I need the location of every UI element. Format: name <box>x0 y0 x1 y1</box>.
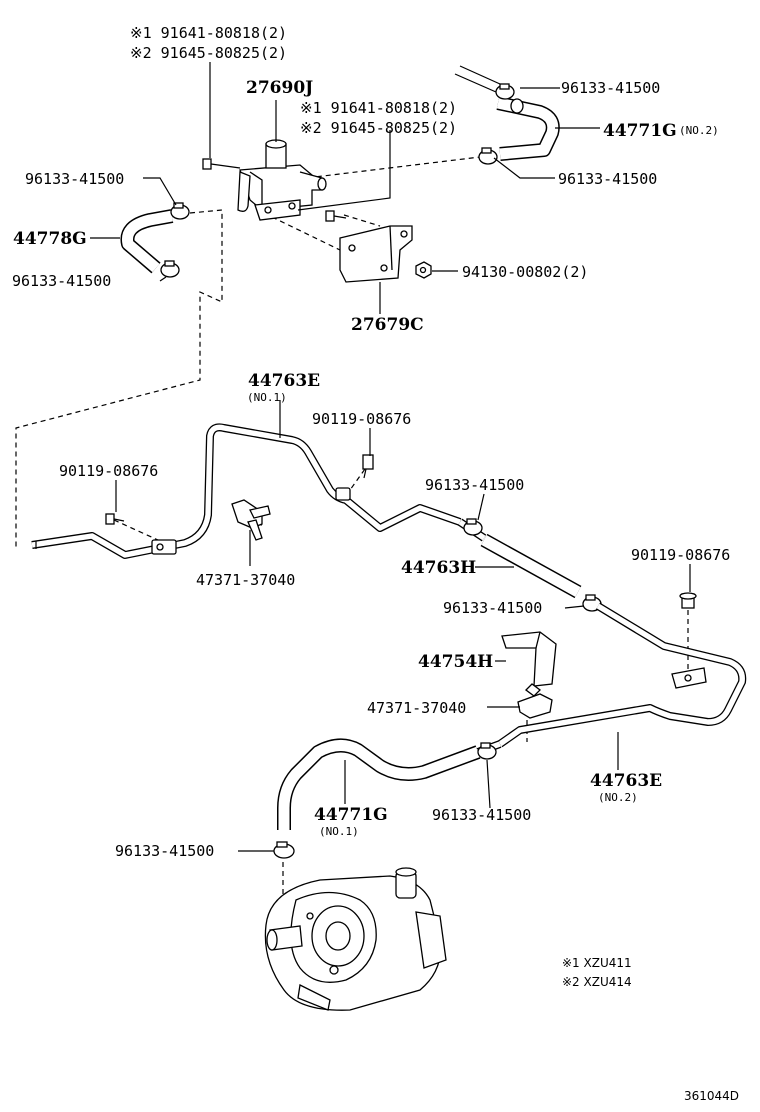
bolt-bracket <box>325 210 347 222</box>
hose-44771g-no2 <box>454 65 560 161</box>
note-bolt-2b: ※2 91645-80825(2) <box>300 119 457 137</box>
legend-2: ※2 XZU414 <box>562 975 632 989</box>
hose-44778g <box>120 209 174 274</box>
pipe-44763e-no1 <box>31 423 462 559</box>
hose-no1-label: 44771G <box>314 805 388 825</box>
clamp-mid <box>463 518 483 536</box>
hose-no2-sub: (NO.2) <box>679 124 719 137</box>
clip-mid-label: 47371-37040 <box>367 699 466 717</box>
bolt-vsv-left <box>202 158 241 170</box>
clamp-mid-label: 96133-41500 <box>425 476 524 494</box>
bolt-left <box>105 513 125 525</box>
clamp-lower-label: 96133-41500 <box>432 806 531 824</box>
clamp-bottom <box>273 841 295 859</box>
bracket-top-label: 27679C <box>351 315 424 335</box>
legend-1: ※1 XZU411 <box>562 956 632 970</box>
pipe-44763e-no2 <box>497 602 747 748</box>
clamp-top-right-label: 96133-41500 <box>561 79 660 97</box>
clamp-lower <box>477 742 497 760</box>
nut-94130 <box>415 261 432 279</box>
bolt-right-label: 90119-08676 <box>631 546 730 564</box>
bolt-left-label: 90119-08676 <box>59 462 158 480</box>
pipe-no1-sub: (NO.1) <box>247 391 287 404</box>
bracket-pipe-no2 <box>671 667 707 689</box>
clip-pipe-no1 <box>151 487 351 555</box>
bolt-right <box>679 592 697 609</box>
clamp-top-right <box>495 83 515 100</box>
nut-label: 94130-00802(2) <box>462 263 588 281</box>
leader-lines <box>90 62 691 852</box>
clamp-mid-2-label: 96133-41500 <box>443 599 542 617</box>
clip-left-47371 <box>231 499 271 541</box>
note-bolt-1a: ※1 91641-80818(2) <box>130 24 287 42</box>
note-bolt-2a: ※2 91645-80825(2) <box>130 44 287 62</box>
labels: ※1 91641-80818(2) ※2 91645-80825(2) 9613… <box>12 24 739 1103</box>
diagram-id: 361044D <box>684 1089 739 1103</box>
clamp-left-1 <box>170 202 190 220</box>
pipe-no1-label: 44763E <box>248 371 320 391</box>
clip-mid-47371 <box>517 683 553 719</box>
clip-left-label: 47371-37040 <box>196 571 295 589</box>
clamp-top-right-2-label: 96133-41500 <box>558 170 657 188</box>
hose-mid-label: 44763H <box>401 558 476 578</box>
bracket-44754h <box>501 631 557 687</box>
vsv-label: 27690J <box>246 78 313 98</box>
clamp-left-2 <box>160 260 180 278</box>
clamp-bottom-label: 96133-41500 <box>115 842 214 860</box>
clamp-left-2-label: 96133-41500 <box>12 272 111 290</box>
bracket-27679c <box>339 225 413 283</box>
pipe-no2-sub: (NO.2) <box>598 791 638 804</box>
bolt-mid-label: 90119-08676 <box>312 410 411 428</box>
injection-pump <box>264 867 447 1011</box>
vsv-27690j <box>237 139 327 221</box>
hose-no2-label: 44771G <box>603 121 677 141</box>
clamp-top-right-2 <box>478 147 498 165</box>
bolt-mid <box>362 454 374 479</box>
clamp-left-1-label: 96133-41500 <box>25 170 124 188</box>
note-bolt-1b: ※1 91641-80818(2) <box>300 99 457 117</box>
hose-no1-sub: (NO.1) <box>319 825 359 838</box>
bracket-mid-label: 44754H <box>418 652 493 672</box>
hose-left-label: 44778G <box>13 229 87 249</box>
pipe-no2-label: 44763E <box>590 771 662 791</box>
